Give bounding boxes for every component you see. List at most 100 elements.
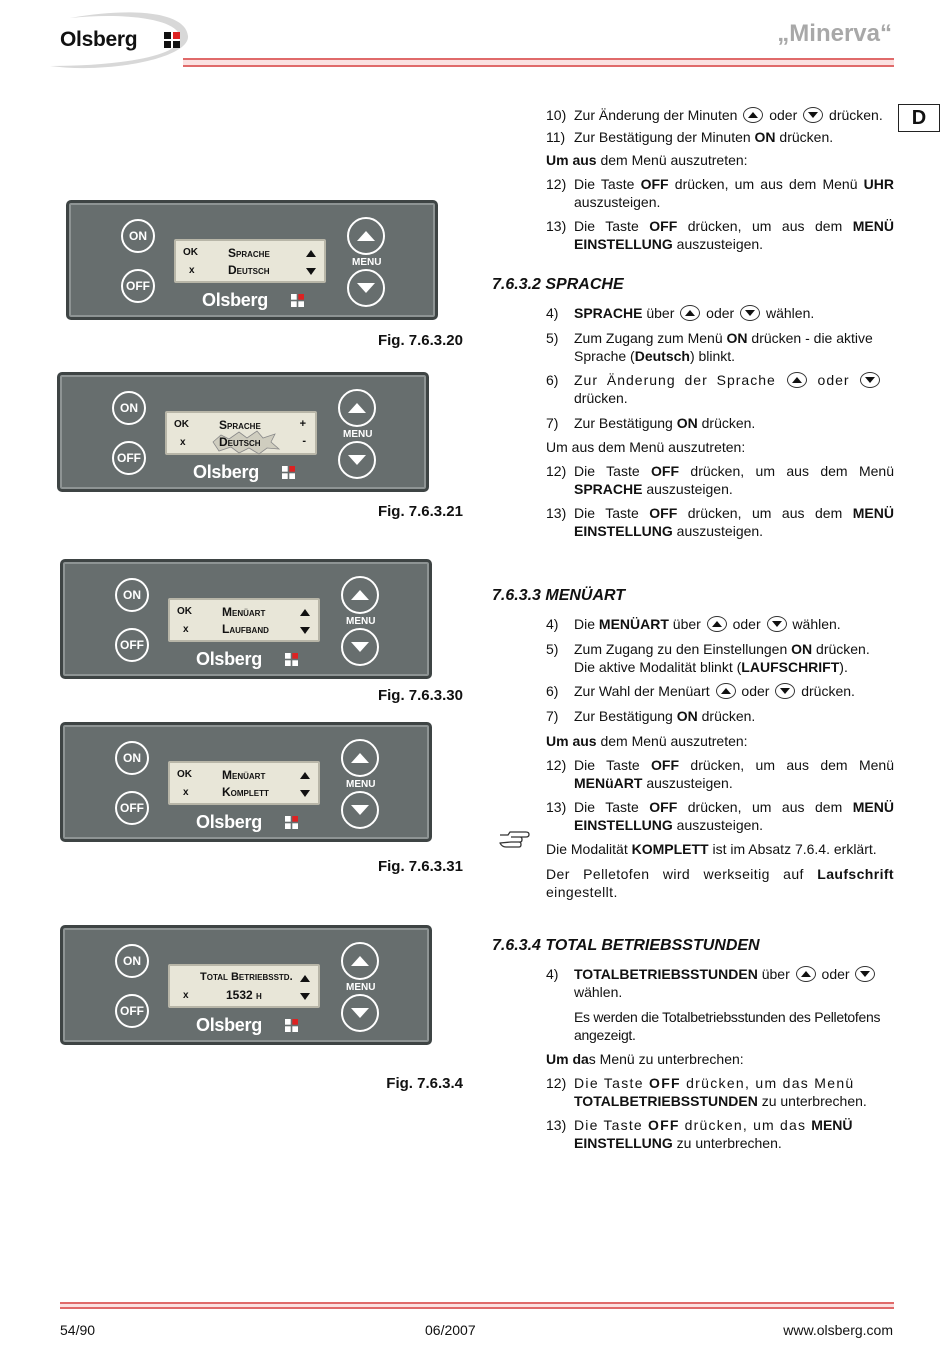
control-panel-5: ON OFF MENU x Total Betriebsstd. 1532 h … (60, 925, 432, 1045)
down-arrow-button[interactable] (341, 628, 379, 666)
lcd-ok-label: OK (183, 247, 198, 258)
lcd-down-icon (306, 268, 316, 275)
pointing-hand-icon (499, 831, 530, 848)
lcd-x-label: x (183, 990, 189, 1001)
lcd-up-icon (300, 609, 310, 616)
lcd-display: x Total Betriebsstd. 1532 h (168, 964, 320, 1008)
up-arrow-button[interactable] (347, 217, 385, 255)
page-title: „Minerva“ (777, 20, 892, 47)
on-button[interactable]: ON (115, 741, 149, 775)
up-button-icon (743, 107, 764, 123)
down-arrow-button[interactable] (347, 269, 385, 307)
up-button-icon (786, 372, 807, 388)
lcd-down-icon (300, 790, 310, 797)
lcd-line-1: Sprache (219, 418, 261, 432)
up-button-icon (680, 305, 701, 321)
lcd-up-icon (306, 250, 316, 257)
lcd-line-1: Total Betriebsstd. (200, 971, 293, 983)
panel-logo-mark-icon (291, 294, 304, 307)
description-text: Es werden die Totalbetriebsstunden des P… (574, 1009, 881, 1043)
figure-caption: Fig. 7.6.3.30 (377, 687, 463, 704)
lcd-line-2: Deutsch (228, 263, 270, 277)
lcd-ok-label: OK (174, 419, 189, 430)
lcd-up-icon (300, 772, 310, 779)
off-button[interactable]: OFF (121, 269, 155, 303)
down-arrow-button[interactable] (338, 441, 376, 479)
down-button-icon (740, 305, 761, 321)
lcd-x-label: x (183, 787, 189, 798)
lcd-x-label: x (189, 265, 195, 276)
up-arrow-button[interactable] (338, 389, 376, 427)
figure-caption: Fig. 7.6.3.31 (377, 858, 463, 875)
panel-logo-text: Olsberg (196, 812, 262, 832)
lcd-line-2: Komplett (222, 785, 269, 799)
footer-rule (60, 1302, 894, 1309)
lcd-line-2: 1532 h (226, 988, 262, 1002)
blink-burst-icon (212, 430, 281, 455)
up-arrow-button[interactable] (341, 739, 379, 777)
down-button-icon (766, 616, 787, 632)
on-button[interactable]: ON (121, 219, 155, 253)
off-button[interactable]: OFF (115, 791, 149, 825)
control-panel-2: ON OFF MENU OK x Sprache Deutsch + - Ols… (57, 372, 429, 492)
section-heading: 7.6.3.2 SPRACHE (492, 276, 624, 293)
on-button[interactable]: ON (112, 391, 146, 425)
lcd-up-icon (300, 975, 310, 982)
exit-instruction: Um aus dem Menü auszutreten: (546, 733, 748, 749)
up-button-icon (706, 616, 727, 632)
lcd-down-icon (300, 627, 310, 634)
footer-url[interactable]: www.olsberg.com (783, 1322, 893, 1338)
up-button-icon (795, 966, 816, 982)
menu-label: MENU (352, 257, 382, 268)
lcd-ok-label: OK (177, 769, 192, 780)
off-button[interactable]: OFF (115, 628, 149, 662)
menu-label: MENU (343, 429, 373, 440)
exit-instruction: Um aus dem Menü auszutreten: (546, 152, 748, 168)
header-rule (183, 58, 894, 67)
lcd-line-1: Menüart (222, 605, 266, 619)
panel-logo-text: Olsberg (196, 649, 262, 669)
down-button-icon (860, 372, 881, 388)
off-button[interactable]: OFF (115, 994, 149, 1028)
exit-instruction: Um das Menü zu unterbrechen: (546, 1051, 744, 1067)
panel-logo-mark-icon (282, 466, 295, 479)
lcd-display: OK x Sprache Deutsch (174, 239, 326, 283)
section-heading: 7.6.3.3 MENÜART (492, 587, 626, 604)
logo-mark-icon (164, 32, 180, 48)
note-text: Der Pelletofen wird werkseitig auf Laufs… (546, 866, 894, 900)
up-arrow-button[interactable] (341, 576, 379, 614)
lcd-x-label: x (183, 624, 189, 635)
lcd-display: OK x Menüart Komplett (168, 761, 320, 805)
lcd-line-1: Sprache (228, 246, 270, 260)
on-button[interactable]: ON (115, 578, 149, 612)
lcd-line-1: Menüart (222, 768, 266, 782)
lcd-x-label: x (180, 437, 186, 448)
language-badge: D (898, 104, 940, 132)
panel-logo-text: Olsberg (193, 462, 259, 482)
figure-caption: Fig. 7.6.3.4 (386, 1075, 463, 1092)
panel-logo-text: Olsberg (196, 1015, 262, 1035)
panel-logo-text: Olsberg (202, 290, 268, 310)
control-panel-4: ON OFF MENU OK x Menüart Komplett Olsber… (60, 722, 432, 842)
up-arrow-button[interactable] (341, 942, 379, 980)
on-button[interactable]: ON (115, 944, 149, 978)
exit-instruction: Um aus dem Menü auszutreten: (546, 439, 746, 455)
lcd-ok-label: OK (177, 606, 192, 617)
off-button[interactable]: OFF (112, 441, 146, 475)
down-button-icon (775, 683, 796, 699)
menu-label: MENU (346, 982, 376, 993)
down-arrow-button[interactable] (341, 791, 379, 829)
down-button-icon (855, 966, 876, 982)
figure-caption: Fig. 7.6.3.21 (377, 503, 463, 520)
up-button-icon (715, 683, 736, 699)
down-arrow-button[interactable] (341, 994, 379, 1032)
section-heading: 7.6.3.4 TOTAL BETRIEBSSTUNDEN (492, 937, 760, 954)
note-text: Die Modalität KOMPLETT ist im Absatz 7.6… (546, 841, 877, 857)
control-panel-1: ON OFF MENU OK x Sprache Deutsch Olsberg (66, 200, 438, 320)
lcd-minus-label: - (302, 435, 306, 447)
menu-label: MENU (346, 616, 376, 627)
footer-date: 06/2007 (425, 1322, 476, 1338)
figure-caption: Fig. 7.6.3.20 (377, 332, 463, 349)
olsberg-logo: Olsberg (40, 8, 190, 70)
lcd-plus-label: + (299, 418, 306, 430)
